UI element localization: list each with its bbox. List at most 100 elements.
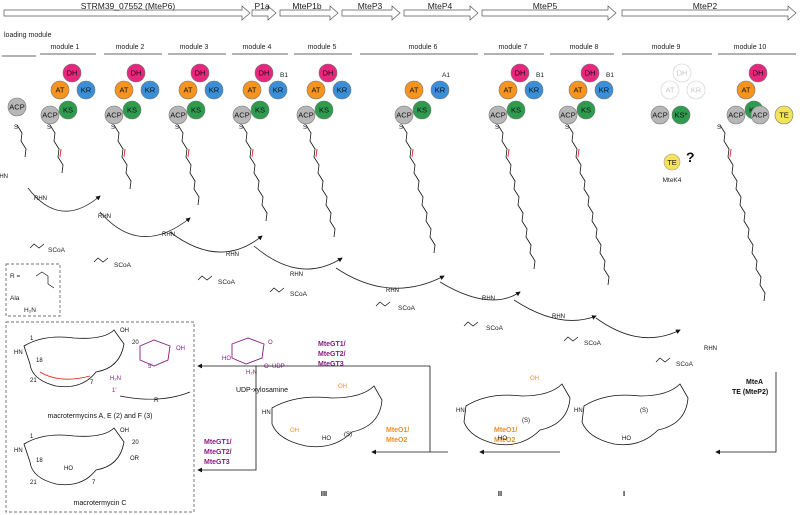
gene-label: P1a [254,1,269,11]
at-domain-label: AT [183,86,192,95]
gene-label: MteP5 [533,1,558,11]
gt-enzyme-label: MteGT1/ [204,439,232,446]
or-label: OR [130,456,140,462]
gene-label: MteP2 [693,1,718,11]
gene-label: STRM39_07552 (MteP6) [81,1,176,11]
ox-enzyme-label: MteO2 [494,437,516,444]
gt-enzyme-label: MteGT1/ [318,341,346,348]
at-domain-label: AT [665,86,674,95]
scoa-label: SCoA [584,340,602,347]
question-mark: ? [686,149,695,165]
ho-label: HO [64,466,73,472]
ala-label: Ala [10,295,20,302]
module-label: module 4 [243,44,272,51]
kr-domain [76,80,96,100]
rhn-label: RHN [482,296,495,302]
gene-arrow-mtep6 [3,5,251,21]
kr-domain-label: KR [273,86,284,95]
macrotermycin-box: HN 1 OH 20 18 21 7 OH H₂N 5′ 1′ R macrot… [5,321,195,513]
ks-domain [250,100,270,120]
at-domain [178,80,198,100]
num-1: 1 [30,336,34,342]
at-domain-label: AT [55,86,64,95]
ks-domain-label: KS [511,106,521,115]
scoa-label: SCoA [398,305,416,312]
oh-label: OH [530,376,539,382]
at-domain [498,80,518,100]
scoa-label: SCoA [486,325,504,332]
o-label: O [268,340,273,346]
acp-domain [650,105,670,125]
intermediate-label: I [623,489,625,498]
gene-label: MteP3 [358,1,383,11]
a1-tag: A1 [442,72,450,79]
rhn-label: RHN [162,232,175,238]
thioester-s: S [239,125,243,131]
ox-enzyme-label: MteO1/ [386,427,409,434]
dh-domain [254,63,274,83]
acp-domain [726,105,746,125]
polyketide-chains: SRHNSRHNSRHNSRHNSRHNSRHNSRHNSRHNSRHNSRHN [0,124,766,352]
kr-domain [594,80,614,100]
gt-enzymes-top: MteGT1/ MteGT2/ MteGT3 [318,341,346,368]
sugar-h2n-label: H₂N [110,376,121,382]
acp-domain [296,105,316,125]
num-1: 1 [30,434,34,440]
gt-enzyme-label: MteGT2/ [204,449,232,456]
chain-backbone [241,124,268,222]
mtek4-te: TE ? MteK4 [663,149,695,184]
num-21: 21 [30,480,37,486]
chain-backbone [401,124,436,254]
kr-domain [686,80,706,100]
at-domain [660,80,680,100]
kr-domain-label: KR [529,86,540,95]
ks-domain-label: KS [63,106,73,115]
rhn-label: RHN [552,314,565,320]
dh-domain [748,63,768,83]
ks-domain-label: KS [191,106,201,115]
b1-tag: B1 [536,72,544,79]
num-7: 7 [92,480,96,486]
transfer-arrows [27,187,681,339]
dh-domain-label: DH [131,69,142,78]
ks-domain [506,100,526,120]
scoa-label: SCoA [676,361,694,368]
mtea-label: MteA [746,379,763,386]
new-double-bond [577,148,580,158]
at-domain [114,80,134,100]
ks-domain-label: KS [581,106,591,115]
thioester-s: S [717,125,721,131]
acp-domain-label: ACP [490,111,505,120]
module-label: loading module [4,32,52,39]
acp-domain-label: ACP [106,111,121,120]
acp-domain [232,105,252,125]
acp-domain-label: ACP [652,111,667,120]
gt-enzymes-bottom: MteGT1/ MteGT2/ MteGT3 [204,439,232,466]
oh-label: OH [338,384,347,390]
new-double-bond [411,148,414,158]
dh-domain-label: DH [259,69,270,78]
gt-enzyme-label: MteGT2/ [318,351,346,358]
new-double-bond [251,148,254,158]
acp-domain-label: ACP [42,111,57,120]
ks-domain-label: KS [255,106,265,115]
acp-domain [104,105,124,125]
thioester-s: S [14,125,18,131]
acp-domain-label: ACP [170,111,185,120]
new-double-bond [59,148,62,158]
r-equals-label: R = [10,273,21,280]
r-label: R [154,397,159,404]
dh-domain [510,63,530,83]
rhn-label: RHN [704,346,717,352]
acp-domain [168,105,188,125]
intermediate-III: HN OH OH HO (S) III [262,384,383,498]
udp-xylosamine-label: UDP-xylosamine [236,387,288,394]
gt-enzyme-label: MteGT3 [318,361,344,368]
module-label: module 3 [180,44,209,51]
ks-domain [314,100,334,120]
gene-arrow-mtep4 [403,5,479,21]
malonyl-coa-labels: SCoA SCoA SCoA SCoA SCoA SCoA SCoA SCoA [29,243,694,368]
udp-xylosamine: HO H₂N O O–UDP UDP-xylosamine [222,337,288,394]
num-1p: 1′ [112,388,117,394]
